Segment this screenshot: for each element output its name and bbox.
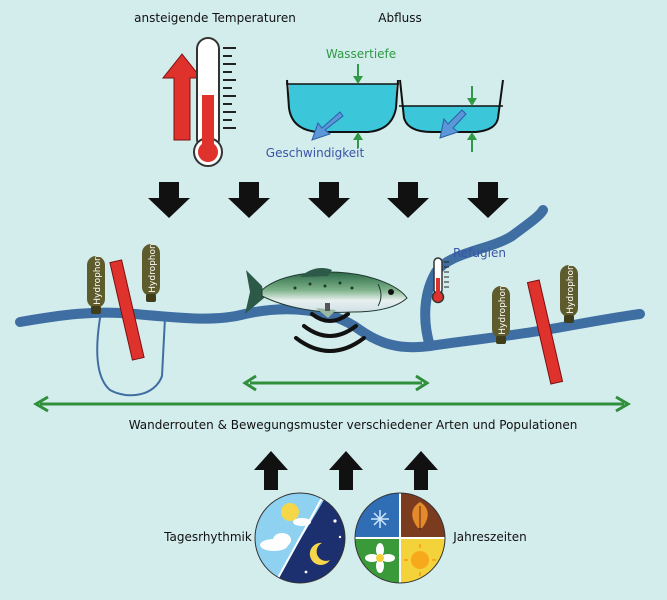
backwater-loop (96, 317, 166, 397)
channel-cross-section-deep (286, 64, 399, 148)
down-arrow-icon (467, 182, 509, 218)
movement-arrow-short (242, 374, 430, 392)
down-arrow-icon (148, 182, 190, 218)
hydrophone-label: Hydrophon (93, 255, 103, 304)
up-arrow-icon (329, 451, 363, 490)
movement-arrow-long (33, 395, 631, 413)
detection-gate-left (109, 259, 145, 361)
discharge-label: Abfluss (378, 11, 422, 25)
hydrophone-icon: Hydrophon (492, 285, 510, 344)
hydrophone-label: Hydrophon (148, 243, 158, 292)
hydrophone-label: Hydrophon (566, 264, 576, 313)
refugia-label: Refugien (453, 246, 506, 260)
up-arrow-icon (404, 451, 438, 490)
up-arrow-icon (161, 53, 203, 141)
hydrophone-icon: Hydrophon (87, 255, 105, 314)
down-arrows (148, 182, 509, 218)
hydrophone-icon: Hydrophon (560, 264, 578, 323)
up-arrows (254, 451, 438, 490)
down-arrow-icon (308, 182, 350, 218)
migration-label: Wanderrouten & Bewegungsmuster verschied… (129, 418, 578, 432)
hydrophone-icon: Hydrophon (142, 243, 160, 302)
day-night-icon (254, 492, 346, 584)
detection-gate-right (526, 279, 564, 385)
seasons-label: Jahreszeiten (452, 530, 527, 544)
hydrophone-label: Hydrophon (498, 285, 508, 334)
thermometer-icon (193, 37, 236, 167)
down-arrow-icon (387, 182, 429, 218)
daily-rhythm-label: Tagesrhythmik (163, 530, 252, 544)
up-arrow-icon (254, 451, 288, 490)
channel-cross-section-shallow (399, 79, 504, 152)
seasons-icon (354, 492, 446, 584)
down-arrow-icon (228, 182, 270, 218)
fish-icon (245, 268, 408, 318)
water-depth-label: Wassertiefe (326, 47, 396, 61)
temperature-label: ansteigende Temperaturen (134, 11, 296, 25)
thermometer-icon (431, 257, 449, 304)
refugia-tributary (420, 205, 548, 351)
velocity-label: Geschwindigkeit (266, 146, 365, 160)
sound-wave-icon (294, 312, 366, 353)
